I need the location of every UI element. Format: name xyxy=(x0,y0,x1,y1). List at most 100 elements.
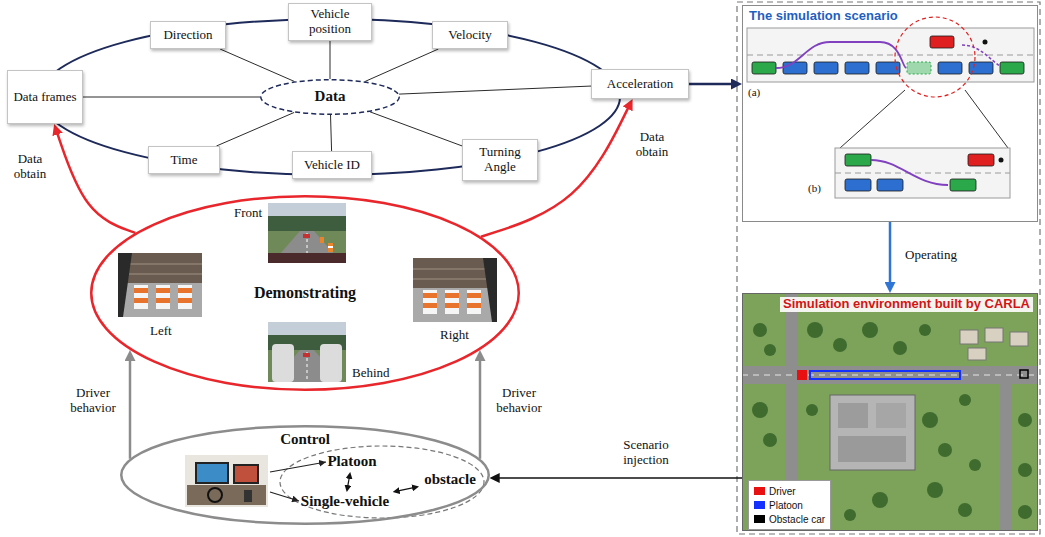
carla-map xyxy=(807,322,823,338)
data-box: Turning Angle xyxy=(462,139,538,181)
scenario-illustration xyxy=(871,160,948,185)
view-label: Behind xyxy=(352,366,390,381)
scenario-illustration xyxy=(783,62,807,74)
scenario-illustration xyxy=(999,158,1004,163)
demonstrating-ellipse-text: Demonstrating xyxy=(254,284,356,302)
carla-map xyxy=(838,403,868,428)
scenario-illustration xyxy=(907,62,931,74)
carla-map xyxy=(1000,384,1012,531)
scenario-illustration xyxy=(845,179,871,191)
driving-simulator-photo xyxy=(244,490,252,502)
scenario-illustration xyxy=(835,148,1010,198)
scenario-illustration xyxy=(747,28,1034,82)
connector-label: Data obtain xyxy=(6,152,54,182)
carla-map xyxy=(1018,413,1032,427)
flow-arrow xyxy=(129,357,132,459)
driving-simulator-photo xyxy=(233,464,259,484)
scenario-illustration xyxy=(752,62,776,74)
carla-map xyxy=(893,341,907,355)
subfigure-label: (a) xyxy=(748,86,760,99)
carla-map xyxy=(752,402,768,418)
carla-map xyxy=(833,338,847,352)
legend-box: DriverPlatoonObstacle car xyxy=(748,480,831,530)
view-label: Front xyxy=(234,206,262,221)
legend-swatch xyxy=(754,515,765,523)
control-group-ring xyxy=(280,446,484,518)
flow-arrow xyxy=(347,476,349,488)
carla-map xyxy=(838,436,906,462)
scenario-illustration xyxy=(814,62,838,74)
scenario-illustration xyxy=(968,154,994,166)
driving-simulator-photo xyxy=(185,455,268,507)
spoke-line xyxy=(216,112,294,146)
data-box: Data frames xyxy=(7,70,83,124)
carla-map xyxy=(742,375,1038,376)
subfigure-label: (b) xyxy=(808,182,821,195)
driving-simulator-photo xyxy=(187,485,266,505)
driving-simulator-photo xyxy=(197,464,227,482)
carla-map xyxy=(763,433,777,447)
input-arrow xyxy=(270,462,326,472)
driving-simulator-photo xyxy=(185,455,268,507)
data-box-text: Vehicle position xyxy=(293,7,367,37)
scenario-panel: The simulation scenario xyxy=(742,5,1038,222)
carla-map xyxy=(764,344,776,356)
scenario-illustration xyxy=(840,90,905,148)
connector-label: Scenario injection xyxy=(610,438,682,468)
flow-arrow xyxy=(479,357,482,459)
view-label: Left xyxy=(150,324,172,339)
scenario-illustration xyxy=(835,173,1010,174)
carla-map xyxy=(753,323,767,337)
camera-view xyxy=(268,322,346,382)
demonstrating-ellipse-outline xyxy=(91,196,519,390)
scenario-illustration xyxy=(747,55,1034,56)
legend-text: Driver xyxy=(769,486,796,497)
carla-map xyxy=(985,328,1003,342)
control-item-text: Single-vehicle xyxy=(300,493,390,510)
driving-simulator-photo xyxy=(195,462,229,484)
carla-map xyxy=(927,482,943,498)
carla-map xyxy=(742,366,1038,384)
control-item: Single-vehicle xyxy=(296,492,394,512)
control-ellipse-outline xyxy=(121,426,489,524)
connector-label: Driver behavior xyxy=(488,386,550,416)
control-item: obstacle xyxy=(419,470,481,490)
control-item: Platoon xyxy=(323,452,382,472)
legend-swatch xyxy=(754,487,765,495)
carla-map xyxy=(1018,505,1032,519)
spoke-line xyxy=(330,41,331,79)
flow-arrow xyxy=(56,130,135,233)
spoke-line xyxy=(399,86,591,94)
data-box: Direction xyxy=(150,21,226,49)
flow-arrow xyxy=(689,83,735,86)
demonstrating-ellipse: Demonstrating xyxy=(90,195,520,391)
carla-map xyxy=(958,503,972,517)
camera-view xyxy=(268,253,346,263)
data-box: Time xyxy=(148,146,220,174)
carla-map xyxy=(872,492,888,508)
scenario-illustration xyxy=(895,17,975,97)
legend-row: Driver xyxy=(754,484,825,498)
camera-view xyxy=(118,253,202,317)
legend-swatch xyxy=(754,501,765,509)
carla-map xyxy=(1018,463,1032,477)
control-item-text: Platoon xyxy=(327,453,378,470)
data-box: Vehicle ID xyxy=(292,151,372,179)
data-hub-ellipse-outline xyxy=(261,80,400,115)
input-arrow xyxy=(270,492,299,501)
scenario-illustration xyxy=(845,62,869,74)
carla-map xyxy=(959,394,971,406)
carla-map xyxy=(742,293,1038,531)
scenario-illustration xyxy=(877,179,903,191)
spoke-line xyxy=(370,112,462,146)
carla-map xyxy=(938,443,952,457)
carla-map xyxy=(876,403,906,428)
data-hub-ellipse: Data xyxy=(260,79,400,115)
flow-arrow xyxy=(889,222,892,286)
view-label: Right xyxy=(440,328,469,343)
connector-label: Data obtain xyxy=(626,130,678,160)
control-ellipse: ControlPlatoonobstacleSingle-vehicle xyxy=(120,425,490,525)
